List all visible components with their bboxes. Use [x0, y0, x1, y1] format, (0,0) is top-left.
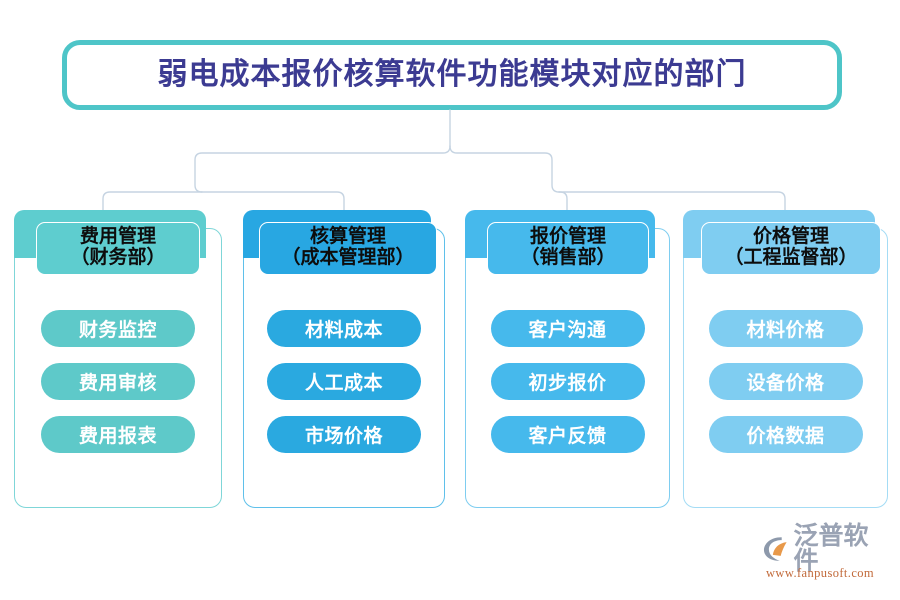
module-pill[interactable]: 材料价格	[708, 310, 863, 347]
module-pill[interactable]: 材料成本	[267, 310, 421, 347]
column-title-box: 核算管理 （成本管理部）	[259, 222, 437, 275]
module-pill[interactable]: 市场价格	[267, 416, 421, 453]
module-pill[interactable]: 价格数据	[708, 416, 863, 453]
column-title-line1: 核算管理	[309, 226, 386, 247]
column-item-list: 材料成本 人工成本 市场价格	[243, 310, 445, 453]
column-title-box: 报价管理 （销售部）	[487, 222, 649, 275]
brand-name: 泛普软件	[793, 522, 869, 575]
page-title: 弱电成本报价核算软件功能模块对应的部门	[157, 58, 747, 91]
connector-to-col-2	[201, 191, 345, 211]
column-item-list: 材料价格 设备价格 价格数据	[683, 310, 888, 453]
column-title-line2: （成本管理部）	[281, 247, 415, 269]
connector-branch-right	[449, 145, 560, 193]
column-title-box: 费用管理 （财务部）	[36, 222, 200, 275]
column-title-line1: 报价管理	[529, 226, 606, 247]
connector-branch-left	[194, 145, 451, 193]
module-pill[interactable]: 费用报表	[41, 416, 195, 453]
diagram-title-box: 弱电成本报价核算软件功能模块对应的部门	[62, 40, 842, 110]
connector-to-col-1	[102, 191, 203, 211]
module-pill[interactable]: 客户反馈	[490, 416, 645, 453]
connector-to-col-4	[558, 191, 786, 211]
module-pill[interactable]: 财务监控	[41, 310, 195, 347]
column-title-line1: 费用管理	[79, 226, 156, 247]
column-title-box: 价格管理 （工程监督部）	[701, 222, 881, 275]
brand-logo-row: 泛普软件	[762, 524, 892, 574]
column-title-line2: （销售部）	[520, 247, 616, 269]
module-pill[interactable]: 人工成本	[267, 363, 421, 400]
module-pill[interactable]: 费用审核	[41, 363, 195, 400]
column-item-list: 财务监控 费用审核 费用报表	[14, 310, 222, 453]
fanpu-swoosh-icon	[763, 537, 787, 561]
column-title-line2: （财务部）	[70, 247, 166, 269]
column-title-line1: 价格管理	[752, 226, 829, 247]
module-pill[interactable]: 客户沟通	[490, 310, 645, 347]
column-title-line2: （工程监督部）	[724, 247, 858, 269]
column-item-list: 客户沟通 初步报价 客户反馈	[465, 310, 670, 453]
brand-logo: 泛普软件 www.fanpusoft.com	[762, 524, 892, 585]
module-pill[interactable]: 初步报价	[490, 363, 645, 400]
brand-url: www.fanpusoft.com	[766, 566, 875, 580]
connector-to-col-3	[558, 191, 568, 211]
module-pill[interactable]: 设备价格	[708, 363, 863, 400]
